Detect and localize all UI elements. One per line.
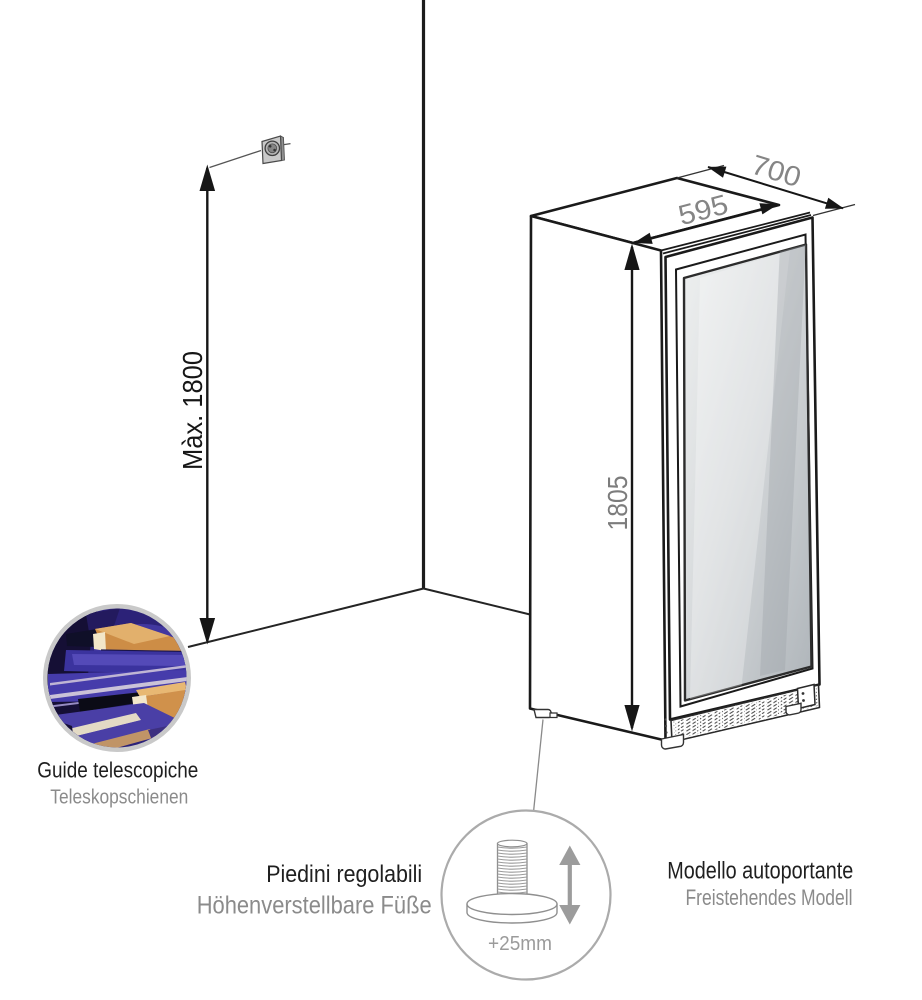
svg-text:Höhenverstellbare Füße: Höhenverstellbare Füße (197, 891, 432, 919)
svg-text:Teleskopschienen: Teleskopschienen (50, 786, 188, 809)
svg-text:+25mm: +25mm (488, 933, 552, 955)
svg-text:Piedini regolabili: Piedini regolabili (266, 861, 422, 888)
svg-text:Modello autoportante: Modello autoportante (667, 858, 853, 885)
svg-text:Guide telescopiche: Guide telescopiche (37, 758, 198, 783)
svg-text:1805: 1805 (602, 476, 633, 531)
svg-text:Màx. 1800: Màx. 1800 (177, 351, 208, 470)
svg-text:700: 700 (748, 149, 805, 193)
svg-text:Freistehendes Modell: Freistehendes Modell (686, 885, 853, 910)
